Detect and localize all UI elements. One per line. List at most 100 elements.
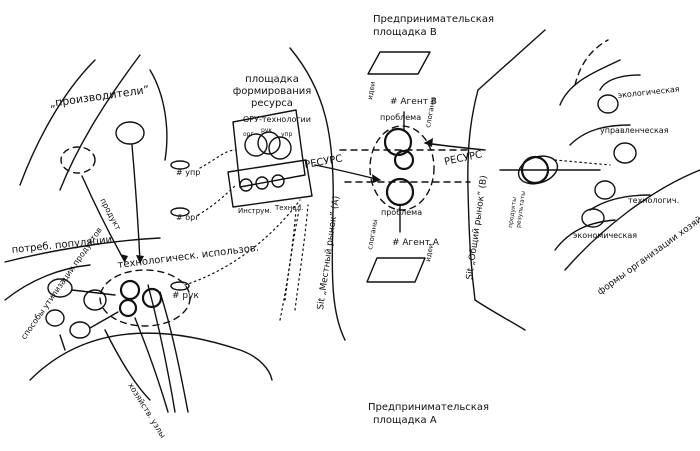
form-stroke (599, 74, 641, 91)
resource-right-arrow (424, 142, 486, 151)
ory-circle-ruk (257, 131, 281, 155)
tech-cell-2 (141, 287, 163, 309)
form-dashed-stroke (574, 39, 609, 86)
market-interaction-ring (369, 125, 435, 211)
agent-b-label: # Агент В (390, 97, 437, 107)
ruk-label: рук (261, 127, 272, 134)
product-arrow-1 (81, 175, 126, 263)
center-section: Sit „Местный рынок” (А) Предпринимательс… (289, 14, 527, 426)
platform-b-label-line-2: площадка В (373, 27, 437, 38)
populations-line (4, 237, 161, 263)
arrowhead (136, 255, 144, 264)
utilization-arrow (89, 311, 119, 329)
product-arrow-2 (131, 144, 141, 263)
slogans-a-label: слоганы (366, 219, 379, 251)
organization-forms-section: экологическая управленческая технологич.… (474, 29, 700, 331)
form-managerial-node (613, 142, 637, 164)
boundary-top-stroke (477, 29, 546, 91)
results-dotted (554, 159, 611, 166)
org-figure-head (170, 207, 190, 217)
tech-use-dashed-ring (99, 269, 191, 327)
form-stroke (559, 59, 621, 106)
form-technological-label: технологич. (628, 196, 679, 205)
dotted-link (294, 204, 309, 311)
ruk-figure-head (170, 281, 190, 291)
platform-a-label-line-2: площадка А (373, 415, 437, 426)
arrowhead (120, 254, 128, 262)
org-label: орг (243, 131, 254, 138)
consumer-node (47, 278, 73, 298)
producer-node-dashed (60, 146, 96, 174)
ory-circle-upr (268, 136, 292, 160)
platform-b-label-line-1: Предпринимательская (373, 14, 494, 25)
dotted-link (199, 149, 237, 169)
agent-a-label: # Агент А (392, 238, 440, 248)
consumer-node (83, 289, 107, 311)
resource-right-label: РЕСУРС (443, 149, 483, 168)
product-label: продукт (98, 197, 123, 232)
populations-curve (4, 264, 91, 301)
problem-top-label: проблема (380, 113, 421, 122)
upr-label: упр (281, 131, 292, 138)
form-ecological-node (597, 94, 619, 114)
tool-circle-3 (271, 174, 285, 188)
center-core-circle (393, 149, 415, 171)
agent-a-circle (385, 177, 415, 207)
platform-b-board (367, 51, 431, 75)
products-results-line-2: результаты (515, 190, 527, 228)
utilization-arrow (71, 289, 116, 296)
node-line-2 (159, 291, 189, 413)
upr-figure-head (170, 160, 190, 170)
dotted-link (184, 199, 301, 286)
node-line-4 (104, 329, 151, 401)
producer-node (115, 121, 145, 145)
arrowhead (372, 174, 381, 183)
dotted-link (284, 204, 301, 301)
producers-hand-stroke-3 (149, 69, 168, 161)
common-market-boundary (467, 89, 479, 301)
producers-hand-stroke-2 (59, 54, 141, 191)
node-line-1 (147, 284, 176, 413)
tech-use-label: технологическ. использов. (117, 243, 259, 271)
technol-label: Технол. (274, 204, 303, 212)
ory-tech-label: ОРУ-технологии (243, 115, 311, 124)
consumer-node (69, 321, 91, 339)
form-ecological-label: экологическая (617, 85, 680, 100)
ideas-a-label: идеи (424, 243, 435, 262)
agent-b-circle (383, 127, 413, 157)
producers-label: „производители” (49, 83, 150, 110)
org-figure-label: # орг (176, 213, 199, 222)
tools-label: Инструм. (238, 207, 272, 215)
ruk-figure-label: # рук (172, 291, 199, 301)
households-curve (29, 332, 273, 381)
consumer-section: потреб. популяции технологическ. использ… (4, 225, 273, 440)
consumer-stem (59, 334, 66, 351)
ory-board (232, 109, 306, 188)
form-economic-node (581, 208, 605, 228)
upr-figure-label: # упр (176, 168, 200, 177)
local-market-label: Sit „Местный рынок” (А) (316, 195, 342, 310)
producers-hand-stroke-1 (19, 59, 96, 186)
res-platform-label-line-2: формирования (233, 86, 312, 97)
platform-a-board (366, 257, 426, 283)
results-orbit (517, 155, 559, 185)
tool-circle-2 (255, 176, 269, 190)
resource-left-label: РЕСУРС (304, 153, 344, 171)
ideas-b-label: идеи (366, 81, 377, 100)
form-stroke (589, 194, 651, 211)
dotted-link (197, 184, 237, 216)
boundary-bottom-stroke (474, 299, 526, 331)
consumer-node (45, 309, 65, 327)
res-platform-label-line-3: ресурса (251, 98, 293, 109)
tech-cell-3 (118, 298, 138, 318)
local-market-boundary (289, 47, 346, 341)
node-line-3 (134, 317, 169, 413)
ory-circle-org (244, 133, 268, 157)
res-platform-label-line-1: площадка (245, 74, 299, 85)
platform-a-label-line-1: Предпринимательская (368, 402, 489, 413)
products-results-line-1: продукты (507, 196, 518, 228)
form-technological-node (594, 180, 616, 200)
forms-sweep-curve (564, 169, 700, 271)
dotted-link (279, 209, 297, 321)
